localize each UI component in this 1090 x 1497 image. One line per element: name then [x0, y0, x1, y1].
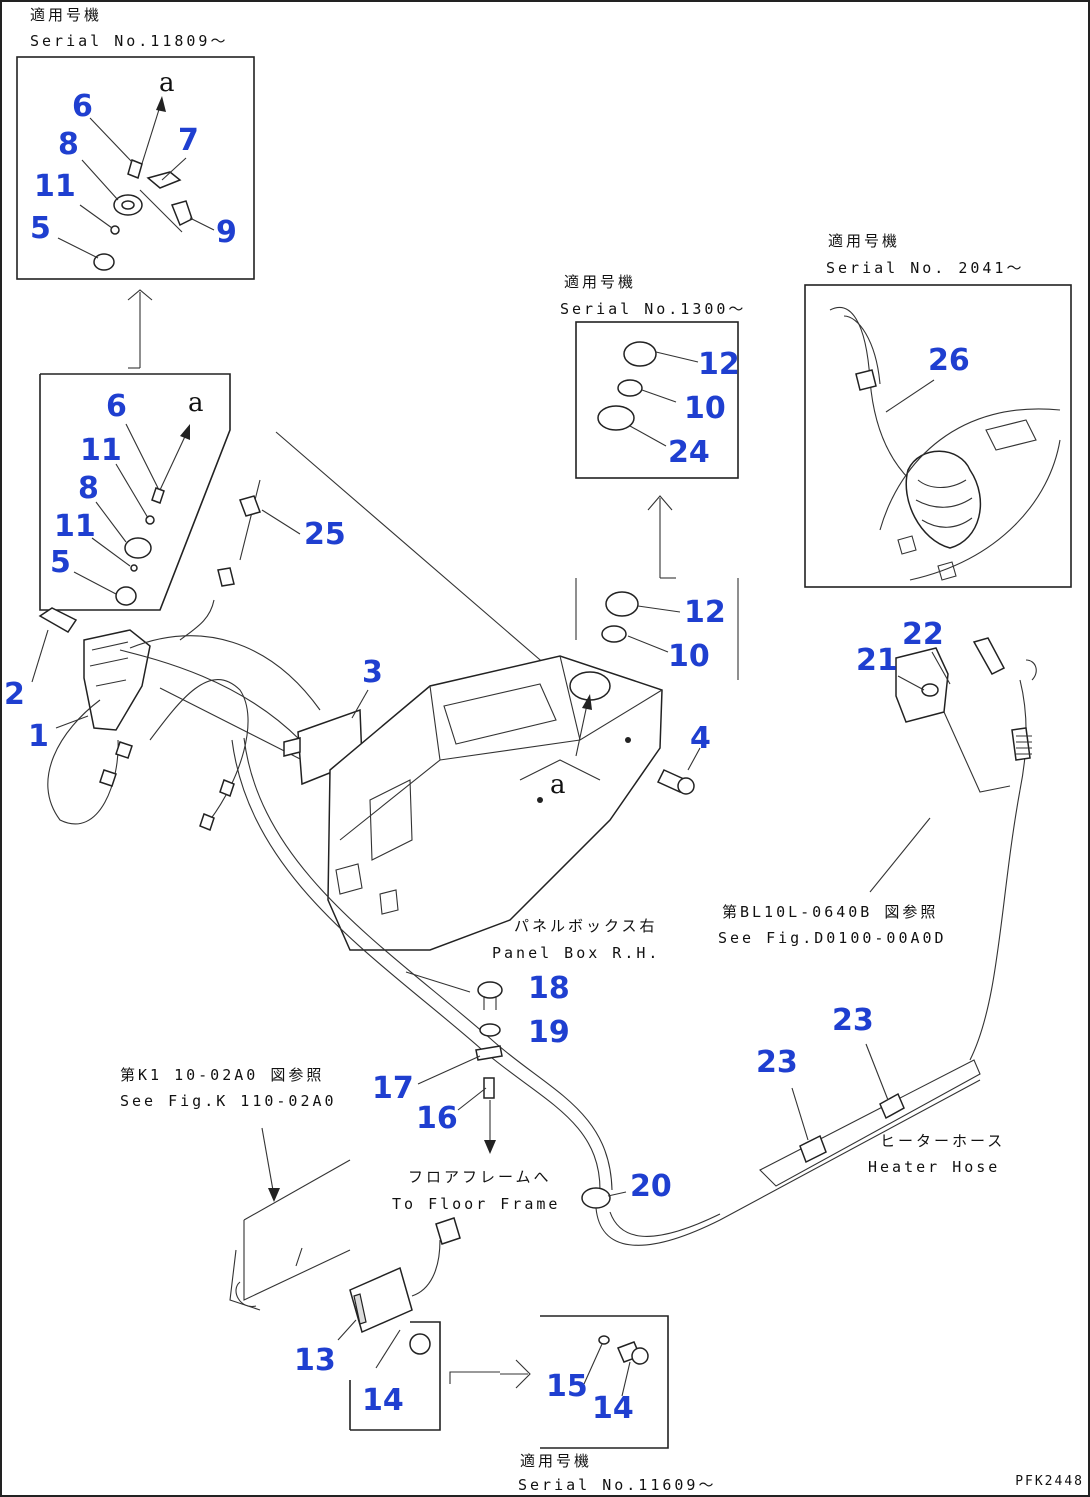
- callout-3: 3: [362, 655, 383, 690]
- panel-box-rh: [327, 655, 663, 951]
- floor-hardware: [417, 981, 503, 1154]
- callout-8-detail-a: 8: [58, 127, 79, 162]
- reference-mark-a-mid: a: [188, 388, 204, 418]
- callout-14-detail-d: 14: [592, 1391, 634, 1426]
- callout-26: 26: [928, 343, 970, 378]
- note-see-fig-d0100-en: See Fig.D0100-00A0D: [718, 929, 947, 947]
- callout-8-detail-b: 8: [78, 471, 99, 506]
- note-floor-frame-jp: フロアフレームへ: [408, 1168, 552, 1186]
- callout-18: 18: [528, 971, 570, 1006]
- drawing-number: PFK2448: [1015, 1474, 1084, 1489]
- callout-5-detail-a: 5: [30, 211, 51, 246]
- note-panel-box-jp: パネルボックス右: [514, 917, 658, 935]
- callout-14-main: 14: [362, 1383, 404, 1418]
- callout-23-right: 23: [832, 1003, 874, 1038]
- note-serial-2041-en: Serial No. 2041～: [826, 259, 1025, 277]
- callout-10-main: 10: [668, 639, 710, 674]
- callout-23-left: 23: [756, 1045, 798, 1080]
- linkage-right: [869, 637, 1037, 1061]
- callout-17: 17: [372, 1071, 414, 1106]
- callout-20: 20: [630, 1169, 672, 1204]
- callout-11-detail-a: 11: [34, 169, 76, 204]
- callout-24: 24: [668, 435, 710, 470]
- note-floor-frame-en: To Floor Frame: [392, 1195, 561, 1213]
- note-serial-11809-jp: 適用号機: [30, 6, 103, 24]
- detail-box-serial-1300: [575, 321, 739, 479]
- detail-box-serial-11809: [16, 56, 255, 280]
- note-serial-2041-jp: 適用号機: [828, 232, 901, 250]
- callout-15: 15: [546, 1369, 588, 1404]
- note-heater-hose-jp: ヒーターホース: [880, 1132, 1006, 1150]
- knob-group-middle: [575, 578, 739, 680]
- callout-6-detail-b: 6: [106, 389, 127, 424]
- note-see-fig-k-en: See Fig.K 110-02A0: [120, 1092, 337, 1110]
- callout-21: 21: [856, 643, 898, 678]
- note-serial-1300-jp: 適用号機: [564, 273, 637, 291]
- bottom-switch-assembly: [229, 1127, 461, 1369]
- callout-12-detail-c: 12: [698, 347, 740, 382]
- callout-11-detail-b2: 11: [54, 509, 96, 544]
- callout-11-detail-b: 11: [80, 433, 122, 468]
- note-serial-11609-jp: 適用号機: [520, 1452, 593, 1470]
- callout-4: 4: [690, 721, 711, 756]
- callout-16: 16: [416, 1101, 458, 1136]
- note-panel-box-en: Panel Box R.H.: [492, 944, 661, 962]
- note-heater-hose-en: Heater Hose: [868, 1158, 1001, 1176]
- detail-box-switch: [39, 373, 231, 611]
- main-switch-assembly: [31, 479, 321, 831]
- callout-7-detail-a: 7: [178, 123, 199, 158]
- callout-10-detail-c: 10: [684, 391, 726, 426]
- callout-13: 13: [294, 1343, 336, 1378]
- note-see-fig-d0100-jp: 第BL10L-0640B 図参照: [722, 903, 939, 921]
- callout-6-detail-a: 6: [72, 89, 93, 124]
- callout-1: 1: [28, 719, 49, 754]
- detail-box-serial-2041: [804, 284, 1072, 588]
- callout-19: 19: [528, 1015, 570, 1050]
- reference-mark-a-panel: a: [550, 770, 566, 800]
- callout-12-main: 12: [684, 595, 726, 630]
- detail-box-serial-11609: [349, 1315, 669, 1449]
- callout-9-detail-a: 9: [216, 215, 237, 250]
- reference-mark-a-top: a: [159, 68, 175, 98]
- grommet-heater-hose: [581, 1043, 981, 1246]
- note-serial-1300-en: Serial No.1300～: [560, 300, 747, 318]
- note-see-fig-k-jp: 第K1 10-02A0 図参照: [120, 1066, 325, 1084]
- bolt-4: [656, 747, 701, 795]
- callout-2: 2: [4, 677, 25, 712]
- note-serial-11609-en: Serial No.11609～: [518, 1476, 717, 1494]
- callout-22: 22: [902, 617, 944, 652]
- note-serial-11809-en: Serial No.11809～: [30, 32, 229, 50]
- callout-5-detail-b: 5: [50, 545, 71, 580]
- callout-25: 25: [304, 517, 346, 552]
